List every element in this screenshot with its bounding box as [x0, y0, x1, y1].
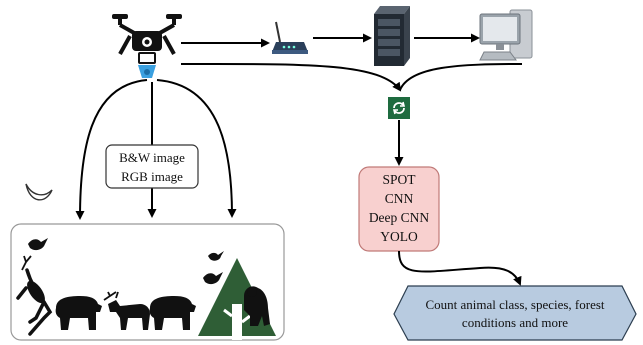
image-type-line-2: RGB image: [121, 169, 183, 184]
bear-icon: [55, 296, 102, 330]
bear-icon: [149, 296, 196, 330]
drone-icon: [112, 14, 182, 78]
arrow-drone-to-process: [180, 62, 402, 92]
algorithm-label: SPOT: [382, 172, 416, 187]
arrow-computer-to-process: [399, 63, 523, 91]
image-type-box: B&W image RGB image: [105, 144, 199, 189]
server-icon: [374, 6, 410, 66]
output-box: Count animal class, species, forest cond…: [393, 285, 637, 341]
arrow-camera-right: [156, 79, 237, 218]
desktop-computer-icon: [479, 9, 533, 61]
algorithms-box: SPOT CNN Deep CNN YOLO: [358, 166, 440, 252]
algorithm-label: Deep CNN: [369, 210, 430, 225]
deer-icon: [16, 255, 53, 336]
bird-icon: [203, 272, 223, 285]
arrow-camera-left: [75, 79, 148, 220]
bird-icon: [28, 238, 48, 251]
refresh-icon: [388, 97, 410, 119]
algorithm-label: CNN: [385, 191, 414, 206]
output-line-2: conditions and more: [462, 315, 568, 330]
wildlife-scene: [10, 223, 285, 341]
image-type-line-1: B&W image: [119, 150, 185, 165]
moose-icon: [103, 291, 150, 330]
output-line-1: Count animal class, species, forest: [425, 297, 604, 312]
gorilla-icon: [244, 286, 270, 326]
moon-icon: [25, 183, 53, 201]
arrow-algorithms-to-output: [398, 250, 522, 286]
algorithm-label: YOLO: [380, 229, 418, 244]
router-icon: [272, 21, 308, 54]
bird-icon: [208, 251, 224, 261]
